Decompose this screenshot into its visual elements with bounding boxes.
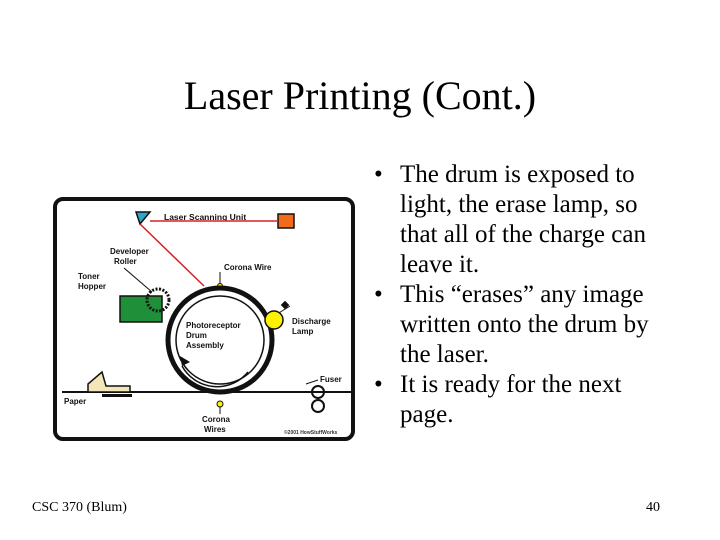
- svg-text:Roller: Roller: [114, 257, 137, 266]
- toner-hopper-icon: [119, 295, 163, 323]
- page-number: 40: [646, 500, 660, 515]
- svg-text:Lamp: Lamp: [292, 327, 313, 336]
- label-fuser: Fuser: [320, 375, 342, 384]
- label-developer-roller: Developer: [110, 247, 149, 256]
- bullet-item: •This “erases” any image written onto th…: [374, 281, 649, 368]
- transfer-corona-icon: [216, 400, 224, 408]
- developer-roller-icon: [145, 287, 171, 313]
- svg-text:Wires: Wires: [204, 425, 226, 434]
- label-paper: Paper: [64, 397, 86, 406]
- label-corona-wires: Corona: [202, 415, 231, 424]
- scanner-prism-icon: [134, 211, 152, 226]
- svg-text:Drum: Drum: [186, 331, 207, 340]
- label-photoreceptor: Photoreceptor: [186, 321, 241, 330]
- label-laser-scanning-unit: Laser Scanning Unit: [164, 212, 246, 222]
- bullet-item: •The drum is exposed to light, the erase…: [374, 161, 646, 278]
- photoreceptor-drum-icon: [165, 285, 275, 395]
- diagram-copyright: ©2001 HowStuffWorks: [284, 429, 338, 436]
- bullet-list: •The drum is exposed to light, the erase…: [372, 160, 672, 430]
- label-corona-wire: Corona Wire: [224, 263, 272, 272]
- label-discharge-lamp: Discharge: [292, 317, 331, 326]
- svg-text:Hopper: Hopper: [78, 282, 106, 291]
- svg-text:Assembly: Assembly: [186, 341, 224, 350]
- paper-tray-icon: [87, 370, 131, 393]
- label-toner-hopper: Toner: [78, 272, 100, 281]
- slide-title: Laser Printing (Cont.): [183, 73, 537, 118]
- bullet-item: •It is ready for the next page.: [374, 371, 622, 428]
- footer-course: CSC 370 (Blum): [32, 500, 127, 515]
- fuser-roller-icon: [311, 385, 325, 399]
- discharge-lamp-icon: [264, 310, 284, 330]
- laser-unit-icon: [277, 213, 295, 229]
- laser-printer-diagram: Laser Scanning Unit Developer Roller Ton…: [53, 197, 355, 441]
